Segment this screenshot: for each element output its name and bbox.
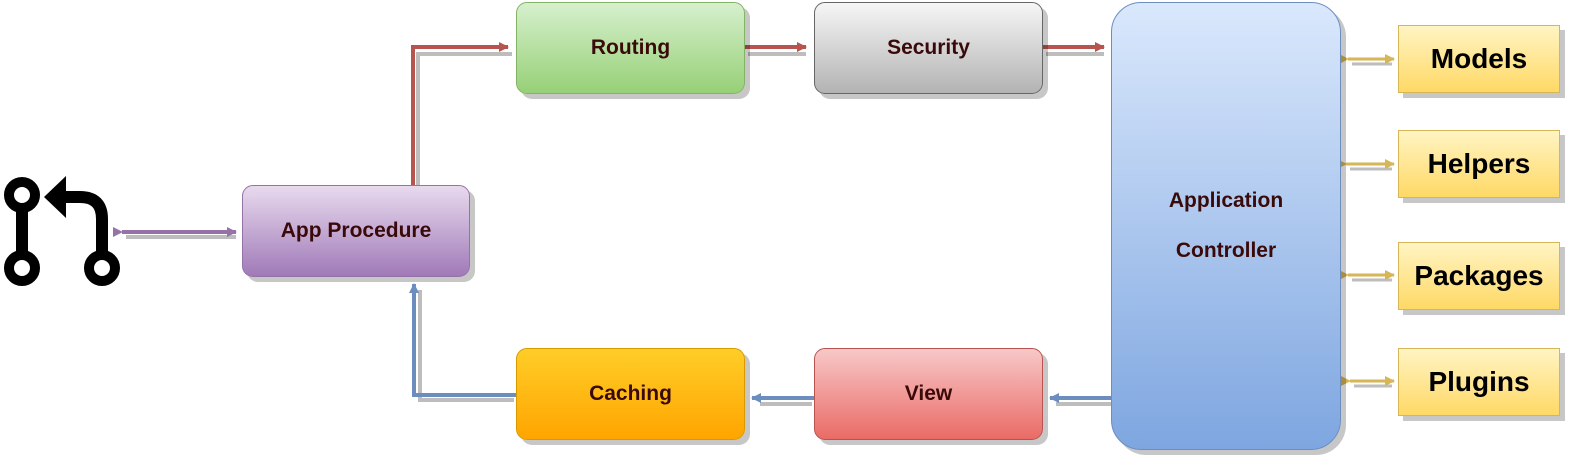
arrow-security-to-controller [1043, 42, 1105, 56]
view-label: View [904, 382, 953, 405]
client-link-arrow [113, 227, 237, 239]
arrow-caching-to-procedure [409, 283, 516, 402]
helpers-node: Helpers [1398, 130, 1560, 198]
arrow-controller-helpers [1337, 159, 1395, 171]
packages-label: Packages [1414, 260, 1544, 291]
plugins-label: Plugins [1428, 366, 1530, 397]
models-label: Models [1430, 43, 1528, 74]
caching-node: Caching [516, 348, 745, 440]
app-procedure-label: App Procedure [280, 219, 432, 242]
arrow-controller-models [1339, 54, 1395, 66]
helpers-label: Helpers [1427, 148, 1531, 179]
arrow-procedure-to-routing [411, 42, 512, 190]
arrow-controller-packages [1339, 270, 1395, 282]
models-node: Models [1398, 25, 1560, 93]
app-procedure-node: App Procedure [242, 185, 470, 277]
arrow-routing-to-security [745, 42, 807, 56]
application-controller-node: Application Controller [1111, 2, 1341, 450]
arrow-controller-to-view [1049, 393, 1120, 406]
view-node: View [814, 348, 1043, 440]
controller-label-line1: Application [1168, 189, 1284, 212]
plugins-node: Plugins [1398, 348, 1560, 416]
security-label: Security [887, 36, 970, 59]
packages-node: Packages [1398, 242, 1560, 310]
caching-label: Caching [589, 382, 672, 405]
arrow-controller-plugins [1341, 376, 1395, 388]
routing-node: Routing [516, 2, 745, 94]
arrow-view-to-caching [751, 393, 814, 406]
controller-label-line2: Controller [1175, 239, 1277, 262]
git-pull-request-icon [4, 176, 120, 286]
security-node: Security [814, 2, 1043, 94]
routing-label: Routing [590, 36, 671, 59]
